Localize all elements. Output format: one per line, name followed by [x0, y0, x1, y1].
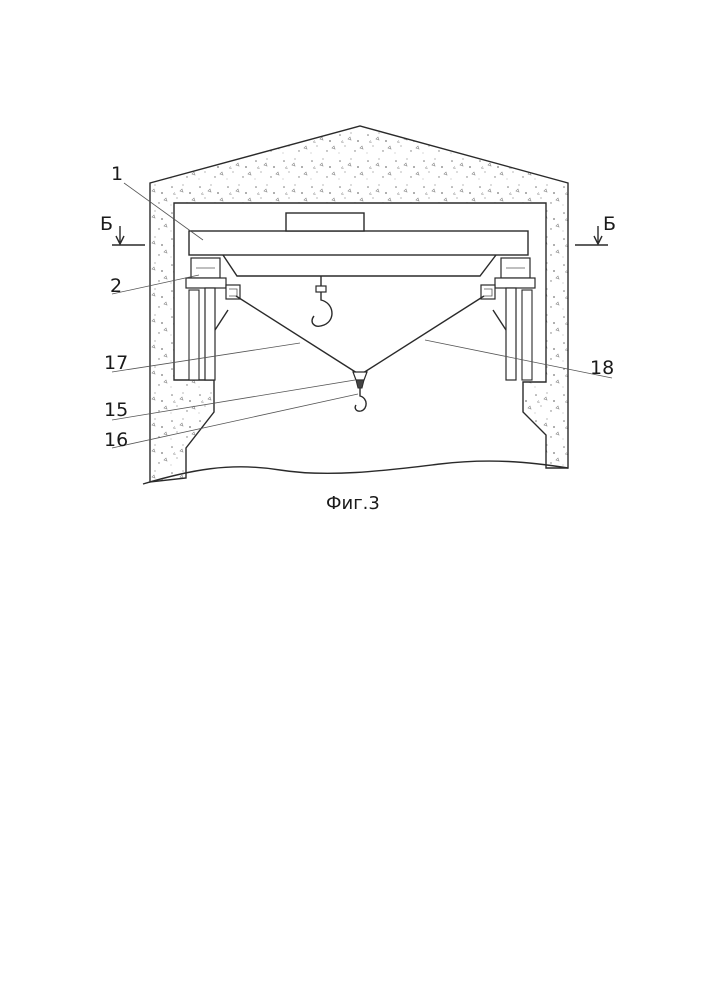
- callout-18: 18: [590, 357, 614, 379]
- break-line: [143, 461, 568, 484]
- sling-17: [236, 296, 357, 373]
- figure-caption: Фиг.3: [326, 493, 380, 514]
- crane-bridge-lower: [223, 255, 496, 276]
- callout-2: 2: [110, 275, 122, 297]
- lower-shackle-hook: [353, 372, 367, 411]
- crane-bridge: [189, 231, 528, 255]
- leader-15: [112, 380, 355, 420]
- leader-16: [112, 394, 358, 448]
- right-end-carriage: [481, 258, 535, 380]
- section-mark-right-label: Б: [603, 213, 616, 235]
- main-hook: [312, 276, 332, 326]
- callout-16: 16: [104, 429, 128, 451]
- callout-1: 1: [111, 163, 123, 185]
- trolley: [286, 213, 364, 231]
- section-mark-left-label: Б: [100, 213, 113, 235]
- callout-17: 17: [104, 352, 128, 374]
- section-mark-left: [112, 226, 145, 245]
- sling-18: [363, 296, 484, 373]
- leader-18: [425, 340, 612, 378]
- callout-15: 15: [104, 399, 128, 421]
